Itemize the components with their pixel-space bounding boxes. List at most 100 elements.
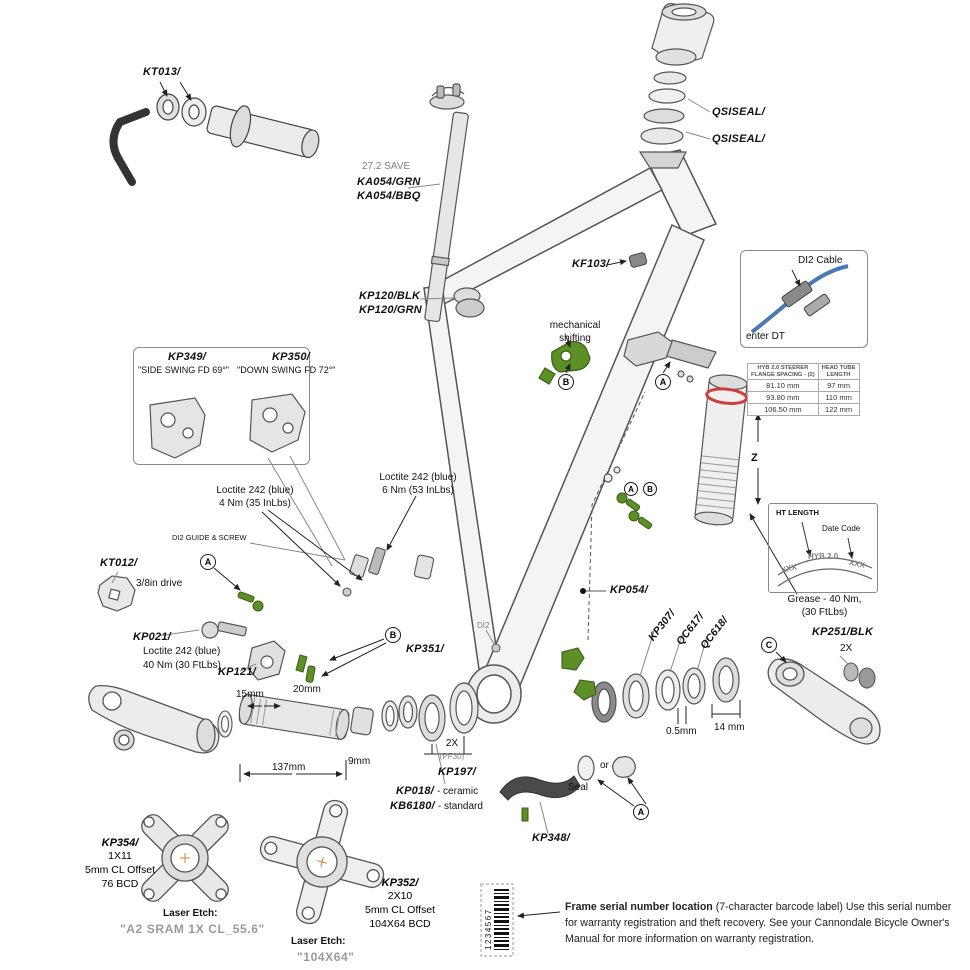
kp352-spider	[259, 799, 385, 925]
frame	[423, 149, 718, 724]
barcode-art	[480, 883, 514, 957]
label-kp121: KP121/	[218, 666, 256, 678]
bb-bearings-right	[591, 657, 740, 723]
label-z-axis: Z	[751, 452, 758, 464]
label-seal: Seal	[568, 782, 589, 793]
dimension-lines	[239, 700, 741, 785]
headset-stack	[638, 3, 715, 169]
kp054-leader	[580, 391, 646, 641]
callout-c-crank: C	[761, 637, 777, 653]
bb-cups-left	[350, 682, 479, 742]
kp348-green-bolt	[521, 807, 529, 822]
kp121-part	[247, 640, 286, 681]
label-di2-cable-title: DI2 Cable	[798, 255, 843, 266]
label-kp349-desc: "SIDE SWING FD 69°"	[138, 365, 230, 375]
pivot-parts	[603, 331, 673, 483]
label-kp350-desc: "DOWN SWING FD 72°"	[237, 365, 336, 375]
label-15mm: 15mm	[236, 689, 264, 700]
label-laser-etch-1-title: Laser Etch:	[163, 908, 218, 919]
seal-parts	[577, 755, 636, 781]
kp251-bolt	[843, 662, 876, 689]
label-kp021-block: KP021/ Loctite 242 (blue) 40 Nm (30 FtLb…	[133, 631, 221, 671]
label-kp351: KP351/	[406, 643, 444, 655]
label-etch-hyb: HYB 2.0	[808, 552, 839, 561]
label-kp120-blk: KP120/BLK	[359, 290, 421, 302]
label-bb-2x-pf30: 2X(PF30)	[439, 738, 465, 761]
label-laser-etch-2-title: Laser Etch:	[291, 936, 346, 947]
label-kp350: KP350/	[272, 351, 310, 363]
di2-cable-box	[740, 250, 868, 348]
serial-number-note: Frame serial number location (7-characte…	[565, 900, 963, 948]
table-cell: 97 mm	[817, 379, 860, 393]
label-enter-dt: enter DT	[746, 331, 785, 342]
left-crank	[88, 684, 220, 754]
label-kb6180: KB6180/ - standard	[390, 800, 483, 812]
fork-steerer	[665, 339, 749, 526]
di2-cable-art	[750, 264, 849, 334]
label-mechanical-shifting: mechanical shifting	[549, 320, 601, 344]
table-cell: 110 mm	[817, 391, 860, 405]
label-kp018: KP018/ - ceramic	[396, 785, 479, 797]
fd-options-box	[133, 347, 310, 465]
kp348-guide	[499, 775, 581, 801]
label-loctite-4nm: Loctite 242 (blue)4 Nm (35 InLbs)	[216, 485, 294, 509]
qc-leaders	[639, 627, 708, 677]
right-crank	[767, 658, 881, 745]
label-grease: Grease - 40 Nm,(30 FtLbs)	[787, 594, 862, 618]
label-kt013: KT013/	[143, 66, 181, 78]
ht-etch-art	[777, 521, 873, 587]
label-0-5mm: 0.5mm	[666, 726, 697, 737]
label-or: or	[600, 760, 609, 771]
label-barcode-digits: 1234567	[484, 908, 493, 950]
label-di2-small: DI2	[477, 621, 490, 630]
table-cell: 81.10 mm	[747, 379, 819, 393]
kt012-tool	[97, 571, 136, 612]
label-kp197: KP197/	[438, 766, 476, 778]
callout-b-bolts: B	[643, 482, 657, 496]
label-date-code: Date Code	[822, 524, 861, 533]
label-loctite-6nm: Loctite 242 (blue)6 Nm (53 InLbs)	[379, 472, 457, 496]
label-ka054-bbq: KA054/BBQ	[357, 190, 421, 202]
label-14mm: 14 mm	[714, 722, 745, 733]
label-9mm: 9mm	[348, 756, 371, 767]
label-kp120-grn: KP120/GRN	[359, 304, 422, 316]
misc-leaders	[407, 98, 711, 645]
label-ka054-grn: KA054/GRN	[357, 176, 421, 188]
label-20mm: 20mm	[293, 684, 321, 695]
kp354-spider	[141, 814, 229, 902]
kp021-bolt	[201, 621, 247, 639]
green-bolts-ab	[616, 492, 653, 530]
spacer-washer	[217, 710, 233, 738]
thru-axle-assembly	[109, 93, 320, 186]
label-27-2-save: 27.2 SAVE	[362, 161, 411, 172]
mech-shift-hanger	[538, 341, 591, 385]
serial-note-bold: Frame serial number location	[565, 901, 713, 913]
label-kp054: KP054/	[610, 584, 648, 596]
callout-b-kp351: B	[385, 627, 401, 643]
label-laser-etch-1-value: "A2 SRAM 1X CL_55.6"	[120, 922, 265, 936]
label-kf103: KF103/	[572, 258, 610, 270]
fd-mount-drawings	[149, 393, 346, 567]
label-kp251-blk: KP251/BLK	[812, 626, 874, 638]
green-dropout-parts	[561, 647, 597, 701]
table-cell: 122 mm	[817, 403, 860, 417]
green-bolts-fd	[237, 591, 316, 683]
label-kp352-block: KP352/ 2X10 5mm CL Offset 104X64 BCD	[364, 877, 436, 930]
label-3-8in-drive: 3/8in drive	[136, 578, 183, 589]
di2-guide-parts	[342, 547, 435, 597]
label-di2-guide-screw: DI2 GUIDE & SCREW	[172, 533, 247, 542]
label-laser-etch-2-value: "104X64"	[297, 950, 355, 964]
table-cell: 106.50 mm	[747, 403, 819, 417]
serial-note-rest: (7-character barcode label) Use this ser…	[565, 901, 952, 945]
label-kp349: KP349/	[168, 351, 206, 363]
label-kp354-block: KP354/ 1X11 5mm CL Offset 76 BCD	[84, 837, 156, 890]
label-qsiseal-1: QSISEAL/	[712, 106, 765, 118]
kf103-plug	[606, 252, 648, 268]
label-2x-crank: 2X	[840, 643, 853, 654]
callout-a-seal: A	[633, 804, 649, 820]
label-ht-length: HT LENGTH	[776, 508, 819, 517]
